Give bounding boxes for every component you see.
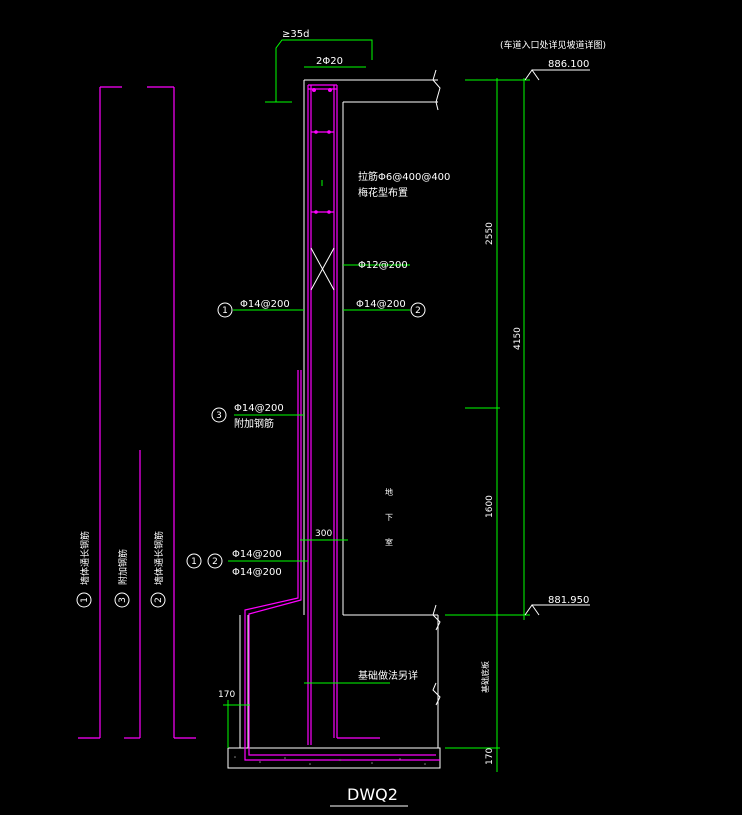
legend-text-2: 墙体通长钢筋: [153, 531, 165, 585]
dim-upper: 2550: [485, 222, 495, 245]
foundation-hatch: [234, 756, 426, 765]
bar1-label: Φ14@200: [240, 299, 290, 310]
marker-2b: 2: [212, 557, 218, 567]
bar2-label: Φ14@200: [356, 299, 406, 310]
elevation-bottom: 881.950: [548, 595, 589, 606]
marker-1: 1: [222, 306, 228, 316]
bar3-label: Φ14@200: [234, 403, 284, 414]
lower-bar-b-label: Φ14@200: [232, 567, 282, 578]
marker-1b: 1: [191, 557, 197, 567]
dim-right-bottom: 170: [485, 748, 495, 765]
marker-3: 3: [216, 411, 222, 421]
marker-2: 2: [415, 306, 421, 316]
rebar-dots: [312, 88, 332, 214]
top-bars-label: 2Φ20: [316, 56, 343, 67]
rebar-lines: [78, 84, 440, 761]
legend-num-1: 1: [80, 597, 90, 603]
tie-bars-label: 拉筋Φ6@400@400: [358, 170, 450, 183]
anchor-length-label: ≥35d: [282, 29, 309, 40]
legend-num-2: 2: [154, 597, 164, 603]
legend-num-3: 3: [118, 597, 128, 603]
dim-total: 4150: [513, 327, 523, 350]
tie-bars-note: 梅花型布置: [358, 186, 408, 199]
bar3-note: 附加钢筋: [234, 417, 274, 430]
legend-text-1: 墙体通长钢筋: [79, 531, 91, 585]
drawing-title: DWQ2: [347, 785, 398, 804]
elevation-markers: [524, 69, 590, 616]
elevation-top: 886.100: [548, 59, 589, 70]
basement-char-1: 地: [385, 487, 393, 497]
foundation-note: 基础做法另详: [358, 669, 418, 682]
dim-lower: 1600: [485, 495, 495, 518]
circle-markers: [76, 302, 426, 608]
dimension-lines: [223, 39, 530, 772]
basement-char-3: 室: [385, 537, 393, 547]
diagonal-bars-label: Φ12@200: [358, 260, 408, 271]
top-note: (车道入口处详见坡道详图): [500, 39, 606, 51]
lower-bar-a-label: Φ14@200: [232, 549, 282, 560]
wall-thickness-label: 300: [315, 529, 332, 539]
foundation-label: 基础底板: [480, 661, 490, 693]
wall-outline: [227, 69, 441, 769]
left-dim-label: 170: [218, 690, 235, 700]
diagonal-bars: [310, 247, 335, 291]
legend-text-3: 附加钢筋: [117, 549, 129, 585]
basement-char-2: 下: [385, 513, 393, 522]
